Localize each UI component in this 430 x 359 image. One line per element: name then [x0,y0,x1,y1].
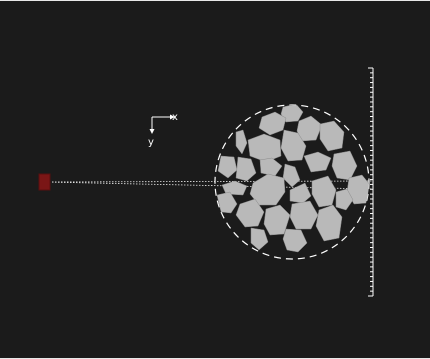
x-axis-arrowhead [170,114,175,120]
particle [235,129,248,155]
particle [296,115,323,142]
particle [331,150,358,181]
top-edge-mark: ' [411,0,414,3]
source-block [38,173,51,191]
particle [235,198,265,228]
particle [280,129,307,162]
particle [335,188,354,211]
y-axis-label: y [148,137,154,148]
particle [221,180,248,196]
particle [250,227,269,251]
particle [280,105,304,123]
particle [289,200,319,230]
particle [282,163,301,188]
x-axis-label: x [172,112,178,123]
particle [311,175,337,208]
particle [247,133,282,163]
particle [217,155,238,179]
particle [249,173,286,206]
particle [263,204,291,236]
particle [216,191,238,214]
particle [259,157,283,177]
beam-line-upper [45,180,373,183]
particle [235,156,257,182]
particle [315,204,343,242]
particle-cluster [216,105,369,253]
particle [282,228,308,253]
beam-line-lower [45,181,373,190]
axes-indicator: x y [148,112,178,148]
particle [289,182,312,204]
particle [319,120,345,152]
y-axis-arrowhead [149,129,155,134]
detector-ruler [368,67,374,297]
particle [258,111,287,136]
particle [303,151,332,173]
beam-lines [45,180,373,190]
